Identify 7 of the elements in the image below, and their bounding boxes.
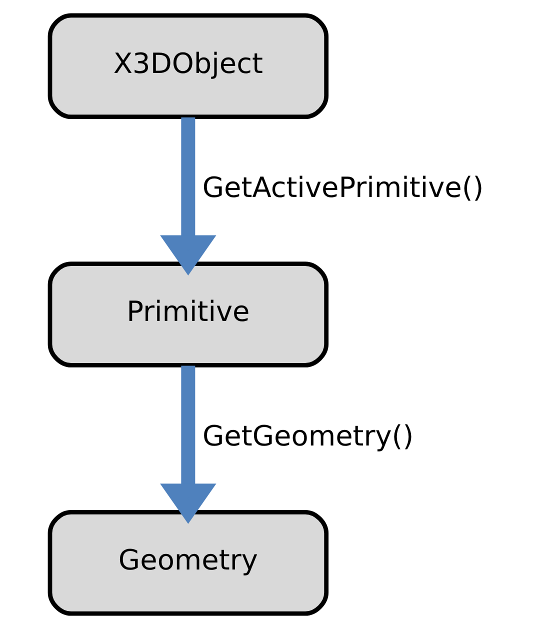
node-box: Geometry [48, 510, 329, 616]
arrow [160, 366, 216, 524]
edge-label: GetActivePrimitive() [202, 170, 484, 204]
arrow [160, 117, 216, 276]
edge-label: GetGeometry() [202, 419, 414, 452]
node-box: Primitive [48, 262, 329, 368]
node-box: X3DObject [48, 13, 329, 120]
